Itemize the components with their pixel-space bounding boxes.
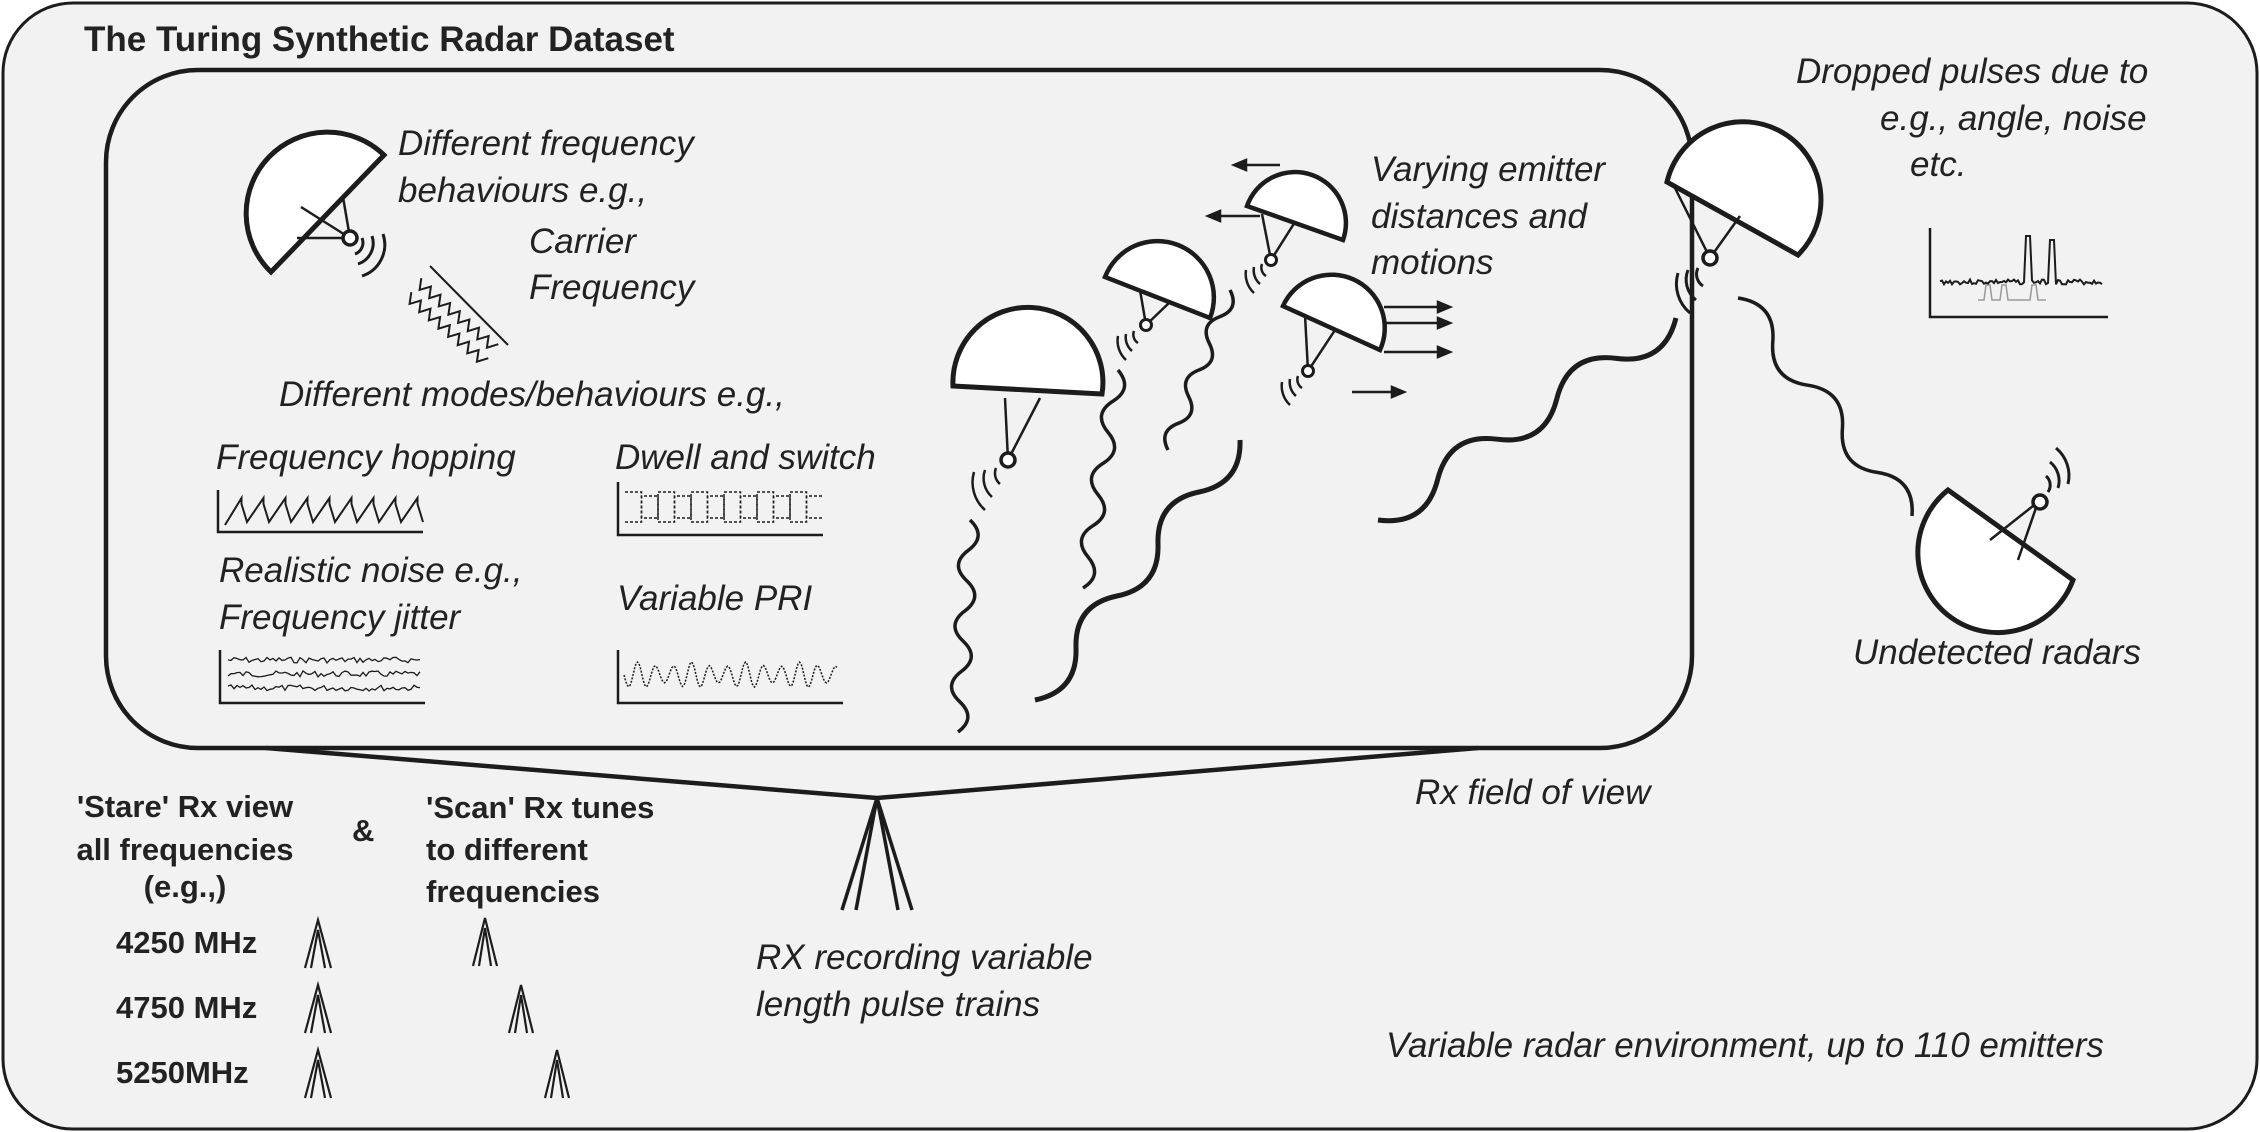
label-carrier-2: Frequency — [529, 268, 695, 307]
label-hopping: Frequency hopping — [216, 438, 516, 477]
dropped-pulses-plot — [1928, 228, 2108, 319]
radar-dish-icon — [950, 304, 1106, 469]
label-freq-4750: 4750 MHz — [116, 990, 258, 1025]
radio-wave-icon — [1674, 267, 1704, 315]
label-pri: Variable PRI — [617, 579, 813, 618]
antenna-icon — [507, 984, 535, 1034]
label-rx-record-1: RX recording variable — [756, 938, 1093, 977]
label-freq-behaviour-1: Different frequency — [398, 124, 694, 163]
antenna-icon — [543, 1049, 571, 1099]
stare-antennas — [303, 915, 333, 1099]
label-dropped-3: etc. — [1910, 145, 1967, 184]
label-ampersand: & — [352, 813, 375, 848]
label-noise-1: Realistic noise e.g., — [219, 551, 523, 590]
scan-antennas — [471, 917, 571, 1099]
label-varying-1: Varying emitter — [1371, 150, 1606, 189]
label-dropped-1: Dropped pulses due to — [1796, 52, 2149, 91]
radio-wave-icon — [354, 233, 387, 278]
label-modes: Different modes/behaviours e.g., — [279, 375, 785, 414]
scene-frame — [103, 67, 1695, 751]
label-environment: Variable radar environment, up to 110 em… — [1386, 1026, 2104, 1065]
frequency-hopping-plot — [216, 490, 424, 534]
label-stare-3: (e.g.,) — [143, 869, 227, 904]
variable-pri-plot — [616, 650, 843, 705]
antenna-icon — [471, 917, 499, 967]
pulse-train-waves — [949, 289, 1914, 734]
radar-dish-icon — [1664, 119, 1824, 267]
label-dwell: Dwell and switch — [615, 438, 876, 477]
label-scan-3: frequencies — [426, 874, 601, 909]
radar-dish-icon — [243, 129, 388, 276]
dwell-switch-plot — [616, 482, 823, 537]
label-stare-1: 'Stare' Rx view — [76, 789, 294, 824]
radar-dish-icon — [1915, 486, 2077, 636]
radio-wave-icon — [971, 263, 1303, 511]
label-dropped-2: e.g., angle, noise — [1880, 99, 2147, 138]
radar-dish-icon — [1280, 272, 1387, 378]
receiver-antenna-icon — [840, 797, 914, 911]
antenna-icon — [303, 980, 333, 1034]
label-carrier-1: Carrier — [529, 222, 636, 261]
label-varying-2: distances and — [1371, 197, 1587, 236]
label-varying-3: motions — [1371, 243, 1494, 282]
emitter-dishes — [950, 169, 1387, 469]
carrier-wave-icon — [408, 265, 509, 364]
field-of-view-lines — [265, 745, 1479, 801]
radio-wave-icon — [2044, 446, 2071, 493]
label-noise-2: Frequency jitter — [219, 598, 461, 637]
radar-dish-icon — [1244, 169, 1349, 267]
label-fov: Rx field of view — [1415, 773, 1651, 812]
jitter-noise-plot — [218, 650, 425, 705]
label-scan-1: 'Scan' Rx tunes — [426, 790, 655, 825]
label-rx-record-2: length pulse trains — [756, 985, 1041, 1024]
radar-dish-icon — [1102, 238, 1217, 332]
antenna-icon — [303, 915, 333, 969]
antenna-icon — [303, 1045, 333, 1099]
diagram-title: The Turing Synthetic Radar Dataset — [84, 20, 675, 59]
label-freq-4250: 4250 MHz — [116, 925, 258, 960]
label-freq-behaviour-2: behaviours e.g., — [398, 171, 648, 210]
label-stare-2: all frequencies — [76, 832, 294, 867]
label-undetected: Undetected radars — [1853, 633, 2141, 672]
label-freq-5250: 5250MHz — [116, 1055, 249, 1090]
label-scan-2: to different — [426, 832, 588, 867]
motion-arrow-icon — [1204, 158, 1454, 399]
